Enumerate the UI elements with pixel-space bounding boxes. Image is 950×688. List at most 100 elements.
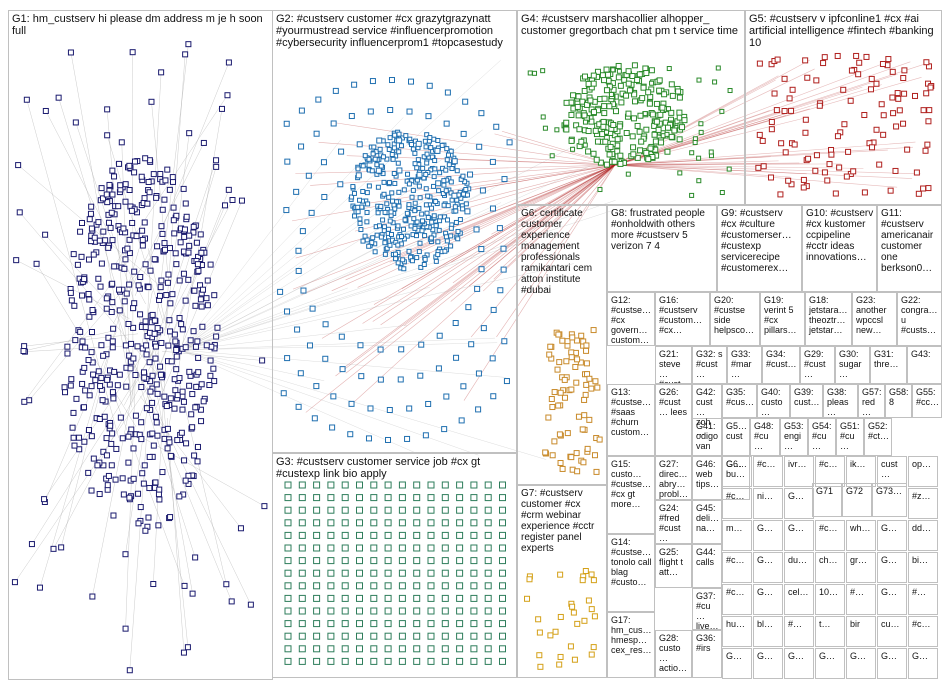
group-cell-micro: #z… xyxy=(908,488,938,519)
group-label: G7: #custserv customer #cx #crm webinar … xyxy=(521,488,604,554)
group-cell-g45: G45: deli… na… xyxy=(692,500,722,544)
group-cell-g23: G23: another wpccsl new… xyxy=(852,292,897,346)
group-label: G31: thre… xyxy=(874,349,904,369)
group-label: G26: #cust… lees xyxy=(659,387,689,417)
group-label: cust… xyxy=(881,459,904,479)
group-cell-micro: G… xyxy=(908,648,938,679)
group-cell-micro: cu… xyxy=(877,616,907,647)
group-label: G5… cust xyxy=(726,421,747,441)
group-label: G14: #custse… tonolo call blag #custo… xyxy=(611,537,652,587)
group-label: wh… xyxy=(850,523,873,533)
group-label: G19: verint 5 #cx pillars… xyxy=(764,295,802,335)
group-cell-g16: G16: #custserv #custom… #cx… xyxy=(655,292,710,346)
group-cell-micro: G… xyxy=(846,648,876,679)
group-label: G51: #cu… xyxy=(840,421,861,451)
group-label: G… xyxy=(757,587,780,597)
group-cell-g44: G44: calls xyxy=(692,544,722,588)
group-label: du… xyxy=(788,555,811,565)
group-cell-micro: G… xyxy=(784,488,814,519)
group-cell-g29: G29: #cust… xyxy=(800,346,835,384)
group-label: #… xyxy=(912,587,935,597)
group-label: dd… xyxy=(912,523,935,533)
group-cell-g13: G13: #custse… #saas #churn custom… xyxy=(607,384,655,456)
group-cell-g58: G58: 8 xyxy=(885,384,912,418)
group-cell-g10: G10: #custserv #cx kustomer ccpipeline #… xyxy=(802,205,877,292)
group-label: G27: direc… abry… probl… xyxy=(659,459,689,499)
group-label: G72 xyxy=(846,486,869,496)
group-label: G20: #custse side helpsco… xyxy=(714,295,757,335)
group-label: bi… xyxy=(912,555,935,565)
group-label: G6: certificate customer experience mana… xyxy=(521,208,604,296)
group-cell-g48: G48: #cu… xyxy=(750,418,780,456)
group-cell-g40: G40: custo… xyxy=(757,384,790,418)
group-cell-micro: G… xyxy=(877,584,907,615)
group-label: gr… xyxy=(850,555,873,565)
group-cell-g21: G21: steve… #cust… custo… xyxy=(655,346,692,384)
group-label: G… xyxy=(726,459,749,469)
group-label: G9: #custserv #cx #culture #customerser…… xyxy=(721,208,799,274)
group-label: cel… xyxy=(788,587,811,597)
group-label: ik… xyxy=(850,459,873,469)
group-cell-g15: G15: custo… #custse… #cx gt more… xyxy=(607,456,655,534)
group-label: G71 xyxy=(816,486,839,496)
group-label: G53: engi… xyxy=(784,421,805,451)
group-label: cu… xyxy=(881,619,904,629)
group-label: G10: #custserv #cx kustomer ccpipeline #… xyxy=(806,208,874,263)
group-cell-micro: t… xyxy=(815,616,845,647)
group-label: G5: #custserv v ipfconline1 #cx #ai arti… xyxy=(749,13,939,49)
group-label: G39: cust… xyxy=(794,387,820,407)
group-cell-micro: bir xyxy=(846,616,876,647)
group-cell-micro: wh… xyxy=(846,520,876,551)
group-label: G23: another wpccsl new… xyxy=(856,295,894,335)
group-label: G40: custo… xyxy=(761,387,787,417)
group-cell-micro: G… xyxy=(784,520,814,551)
group-label: G… xyxy=(819,651,842,661)
group-label: G… xyxy=(788,651,811,661)
group-label: G… xyxy=(881,523,904,533)
group-label: #c… xyxy=(726,491,749,501)
group-label: G37: #cu… live… xyxy=(696,591,719,630)
group-label: G17: hm_cus… hmesp… cex_res… xyxy=(611,615,652,655)
group-cell-micro: ch… xyxy=(815,552,845,583)
group-label: G55: #cc… xyxy=(916,387,939,407)
group-cell-micro: op… xyxy=(908,456,938,487)
group-cell-g37: G37: #cu… live… xyxy=(692,588,722,630)
group-label: bir xyxy=(850,619,873,629)
group-label: G15: custo… #custse… #cx gt more… xyxy=(611,459,652,509)
group-cell-micro: 10… xyxy=(815,584,845,615)
group-cell-g6: G6: certificate customer experience mana… xyxy=(517,205,607,485)
group-cell-g39: G39: cust… xyxy=(790,384,823,418)
group-label: ivr… xyxy=(788,459,811,469)
group-label: G… xyxy=(881,555,904,565)
group-cell-micro: hu… xyxy=(722,616,752,647)
group-label: t… xyxy=(819,619,842,629)
group-cell-micro: #c… xyxy=(815,456,845,487)
group-cell-g54: G54: #cu… xyxy=(808,418,836,456)
group-label: 10… xyxy=(819,587,842,597)
group-cell-micro: dd… xyxy=(908,520,938,551)
group-label: G11: #custserv americanair customer one … xyxy=(881,208,939,274)
group-cell-g46: G46: web tips… xyxy=(692,456,722,500)
group-cell-g1: G1: hm_custserv hi please dm address m j… xyxy=(8,10,273,680)
group-cell-g57: G57: red… xyxy=(858,384,885,418)
group-cell-micro: #c… xyxy=(722,552,752,583)
group-cell-micro: ivr… xyxy=(784,456,814,487)
group-cell-g17: G17: hm_cus… hmesp… cex_res… xyxy=(607,612,655,678)
group-cell-g33: G33: #mar… xyxy=(727,346,762,384)
group-label: #c… xyxy=(726,587,749,597)
group-cell-g9: G9: #custserv #cx #culture #customerser…… xyxy=(717,205,802,292)
group-cell-g27: G27: direc… abry… probl… xyxy=(655,456,692,500)
group-label: G16: #custserv #custom… #cx… xyxy=(659,295,707,335)
group-label: G8: frustrated people #onholdwith others… xyxy=(611,208,714,252)
group-label: #c… xyxy=(819,459,842,469)
group-label: #c… xyxy=(726,555,749,565)
group-cell-micro: cust… xyxy=(877,456,907,487)
group-label: G46: web tips… xyxy=(696,459,719,489)
group-cell-micro: #… xyxy=(908,584,938,615)
group-cell-micro: gr… xyxy=(846,552,876,583)
group-label: G… xyxy=(881,651,904,661)
group-cell-micro: G… xyxy=(815,648,845,679)
group-label: G36: #irs xyxy=(696,633,719,653)
group-cell-g5: G5: #custserv v ipfconline1 #cx #ai arti… xyxy=(745,10,942,205)
group-cell-g2: G2: #custserv customer #cx grazytgrazyna… xyxy=(272,10,517,453)
